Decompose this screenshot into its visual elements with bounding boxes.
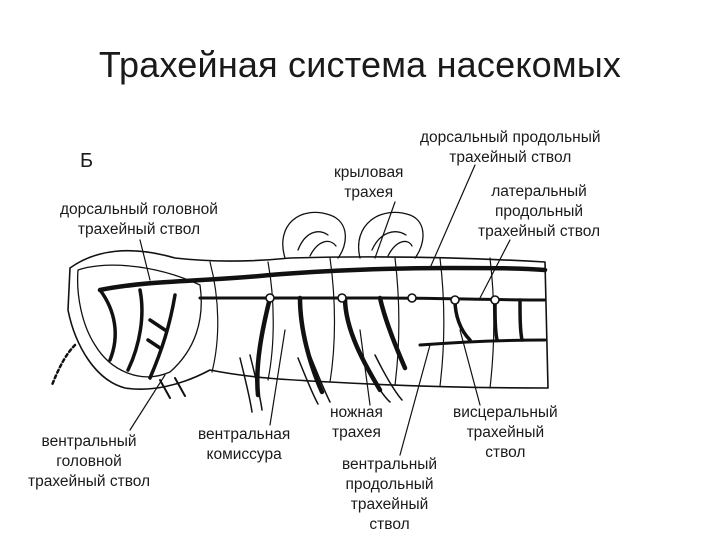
label-ventral-longitudinal-trunk: вентральный продольный трахейный ствол: [342, 456, 438, 533]
label-leg-trachea: ножная трахея: [330, 404, 383, 441]
wing-tracheae: [282, 211, 424, 259]
page-title: Трахейная система насекомых: [98, 44, 622, 85]
label-ventral-commissure: вентральная комиссура: [198, 426, 291, 463]
label-ventral-head-trunk: вентральный головной трахейный ствол: [28, 433, 151, 490]
panel-letter: Б: [80, 150, 94, 172]
mouthparts: [159, 377, 186, 399]
visceral-tracheae: [453, 298, 524, 342]
spiracles: [265, 293, 500, 305]
antenna: [50, 343, 77, 387]
label-dorsal-head-trunk: дорсальный головной трахейный ствол: [60, 201, 218, 238]
head-tracheae: [98, 288, 177, 380]
label-dorsal-longitudinal-trunk: дорсальный продольный трахейный ствол: [420, 129, 601, 166]
leader-lines: [129, 164, 511, 456]
label-wing-trachea: крыловая трахея: [334, 164, 404, 201]
ventral-longitudinal-trunk: [418, 338, 547, 347]
head-outline: [76, 264, 202, 378]
label-lateral-longitudinal-trunk: латеральный продольный трахейный ствол: [478, 183, 601, 240]
label-visceral-trunk: висцеральный трахейный ствол: [453, 404, 558, 461]
leg-tracheae: [255, 295, 408, 398]
dorsal-longitudinal-trunk: [97, 265, 548, 293]
body-outline: [67, 249, 549, 390]
